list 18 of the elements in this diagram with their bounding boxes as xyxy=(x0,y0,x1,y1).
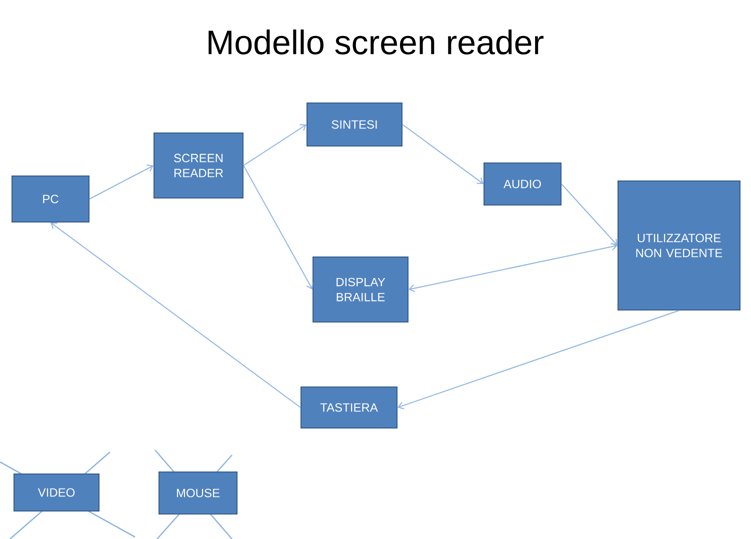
arrow xyxy=(243,124,306,166)
process-box: DISPLAY BRAILLE xyxy=(312,256,408,322)
process-box: SINTESI xyxy=(306,102,402,146)
arrow xyxy=(398,310,680,410)
arrow xyxy=(402,124,484,184)
process-box: SCREEN READER xyxy=(154,132,244,198)
process-box: TASTIERA xyxy=(300,386,398,428)
process-box: MOUSE xyxy=(158,472,238,514)
process-box: AUDIO xyxy=(484,162,562,206)
arrow xyxy=(243,165,314,290)
arrow xyxy=(408,242,618,292)
process-box: PC xyxy=(12,176,90,222)
process-box: VIDEO xyxy=(14,474,100,512)
process-box: UTILIZZATORE NON VEDENTE xyxy=(618,180,740,310)
arrow xyxy=(561,184,618,246)
title: Modello screen reader xyxy=(208,30,544,54)
arrow xyxy=(50,222,301,408)
arrow xyxy=(89,164,154,200)
